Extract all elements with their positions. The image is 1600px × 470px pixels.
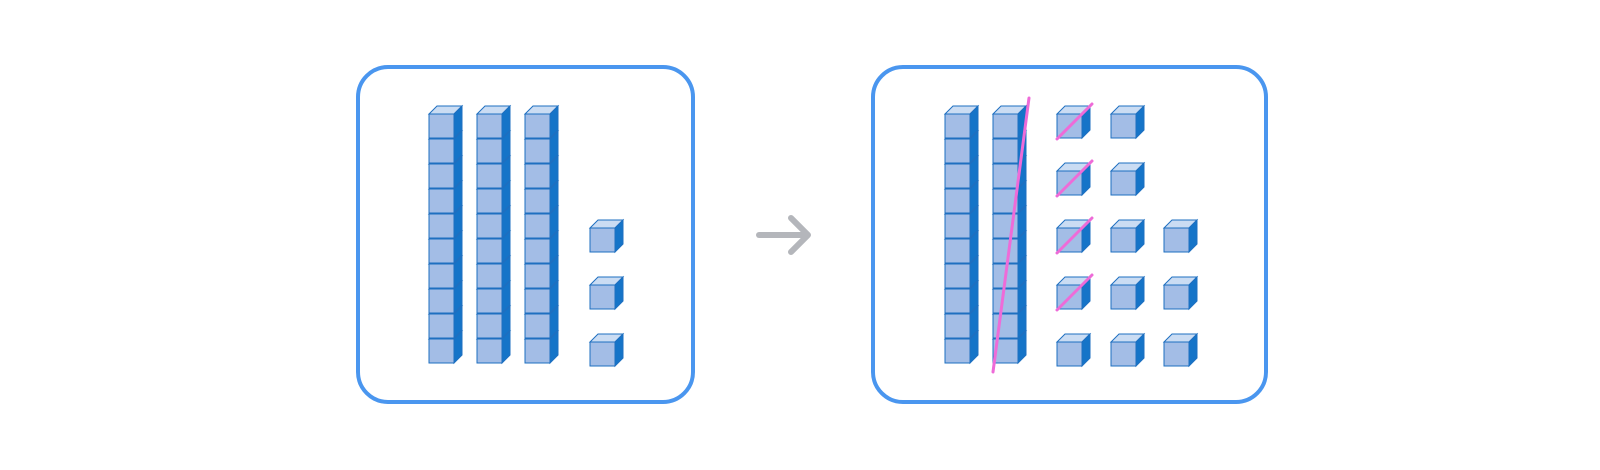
ones-strike-mark: [1055, 102, 1094, 141]
ones-strike-mark: [1055, 159, 1094, 198]
ones-cube: [1163, 333, 1198, 367]
unit-cube: [992, 105, 1027, 139]
unit-cube: [476, 105, 511, 139]
ones-cube: [1110, 219, 1145, 253]
ones-cube: [1110, 276, 1145, 310]
ones-cube: [1163, 219, 1198, 253]
ones-cube: [589, 219, 624, 253]
ones-cube: [1163, 276, 1198, 310]
before-panel-frame: [356, 65, 695, 404]
tens-rod: [428, 105, 463, 364]
after-tens-rods: [944, 105, 1027, 364]
after-panel-frame: [871, 65, 1268, 404]
before-panel: [356, 65, 695, 404]
before-ones-cubes: [589, 219, 624, 367]
tens-rod: [944, 105, 979, 364]
after-panel: [871, 65, 1268, 404]
ones-cube: [1110, 105, 1145, 139]
ones-cube: [589, 333, 624, 367]
unit-cube: [524, 105, 559, 139]
tens-rod: [476, 105, 511, 364]
ones-cube: [589, 276, 624, 310]
arrow-right-icon: [756, 215, 811, 255]
ones-strike-mark: [1055, 273, 1094, 312]
tens-strike-mark: [991, 96, 1031, 374]
tens-rod: [524, 105, 559, 364]
ones-cube: [1110, 162, 1145, 196]
ones-cube: [1056, 333, 1091, 367]
before-tens-rods: [428, 105, 559, 364]
unit-cube: [428, 105, 463, 139]
strike-marks: [991, 96, 1094, 374]
ones-strike-mark: [1055, 216, 1094, 255]
ones-cube: [1110, 333, 1145, 367]
unit-cube: [944, 105, 979, 139]
after-ones-cubes: [1056, 105, 1198, 367]
